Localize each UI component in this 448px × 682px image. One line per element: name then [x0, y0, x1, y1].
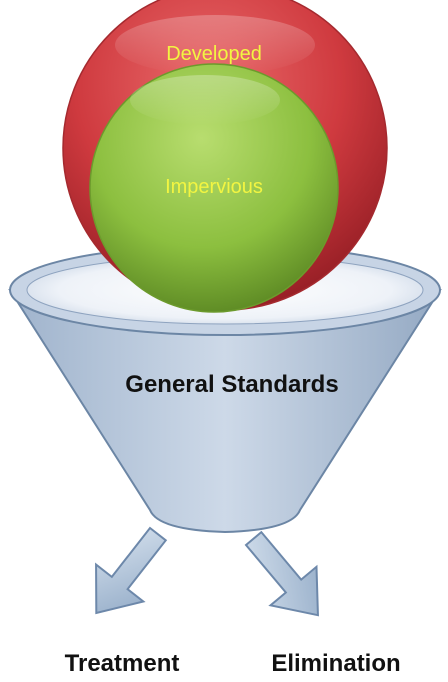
arrow-left: [95, 526, 168, 615]
developed-circle-shine: [115, 15, 315, 75]
impervious-circle: [89, 63, 339, 313]
impervious-label: Impervious: [165, 176, 263, 198]
funnel-body: [8, 289, 442, 534]
funnel-label: General Standards: [125, 371, 338, 398]
elimination-label: Elimination: [271, 650, 400, 677]
developed-label: Developed: [166, 43, 262, 65]
arrow-right: [244, 530, 319, 617]
treatment-label: Treatment: [65, 650, 180, 677]
impervious-circle-shine: [130, 75, 280, 125]
